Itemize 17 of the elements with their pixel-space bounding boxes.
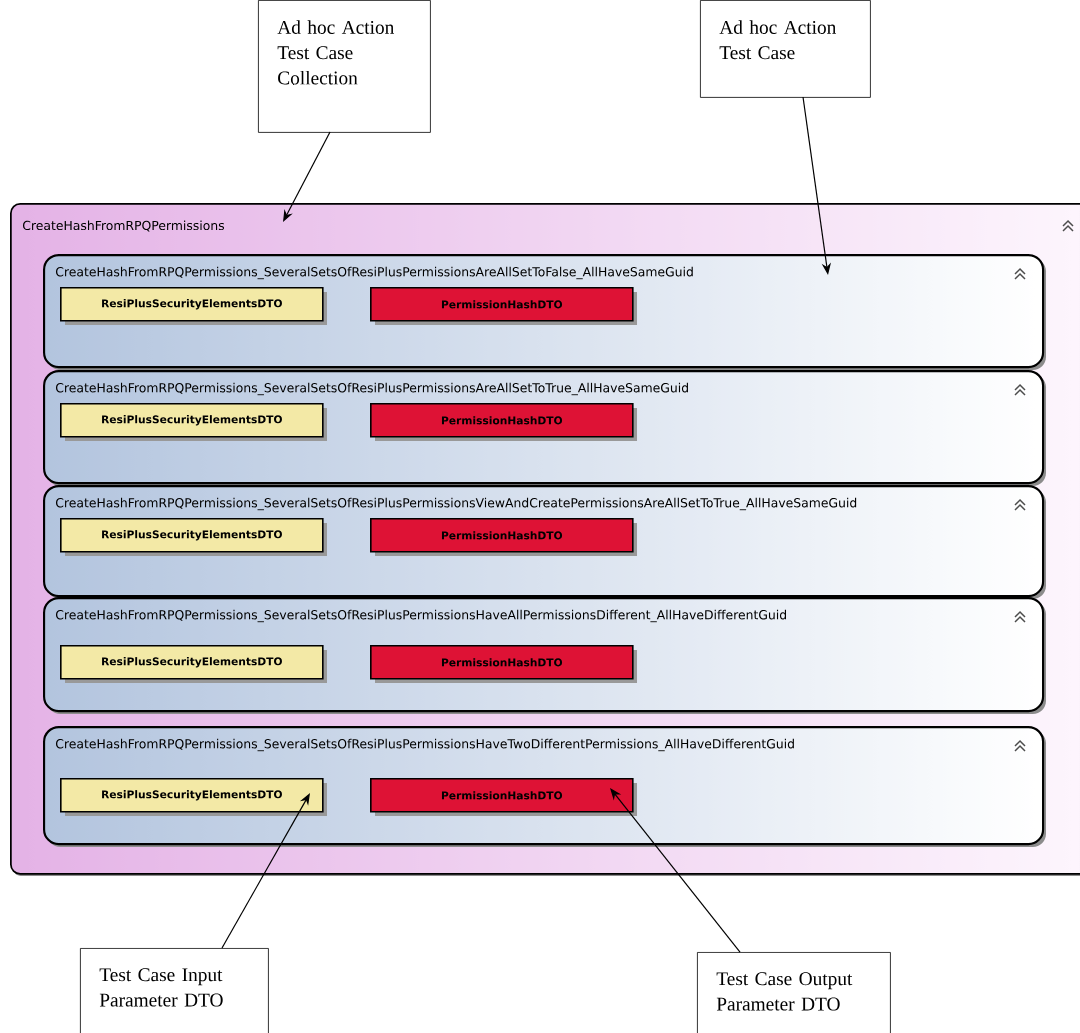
dto-box: ResiPlusSecurityElementsDTO	[60, 778, 327, 816]
callout-box: Ad hoc Action Test Case Collection	[258, 0, 431, 133]
leader-arrow	[610, 788, 741, 953]
callout-box: Ad hoc Action Test Case	[700, 0, 871, 98]
leader-arrow	[221, 793, 310, 949]
callout-box: Test Case Input Parameter DTO	[80, 948, 269, 1033]
leader-arrow	[283, 131, 331, 222]
dto-box: ResiPlusSecurityElementsDTO	[60, 518, 327, 556]
dto-box: PermissionHashDTO	[370, 518, 637, 556]
callout-box: Test Case Output Parameter DTO	[697, 952, 891, 1033]
dto-box: ResiPlusSecurityElementsDTO	[60, 645, 327, 683]
dto-box: ResiPlusSecurityElementsDTO	[60, 403, 327, 441]
dto-box: PermissionHashDTO	[370, 403, 637, 441]
dto-box: ResiPlusSecurityElementsDTO	[60, 287, 327, 325]
dto-box: PermissionHashDTO	[370, 778, 637, 816]
dto-box: PermissionHashDTO	[370, 287, 637, 325]
dto-box: PermissionHashDTO	[370, 645, 637, 683]
